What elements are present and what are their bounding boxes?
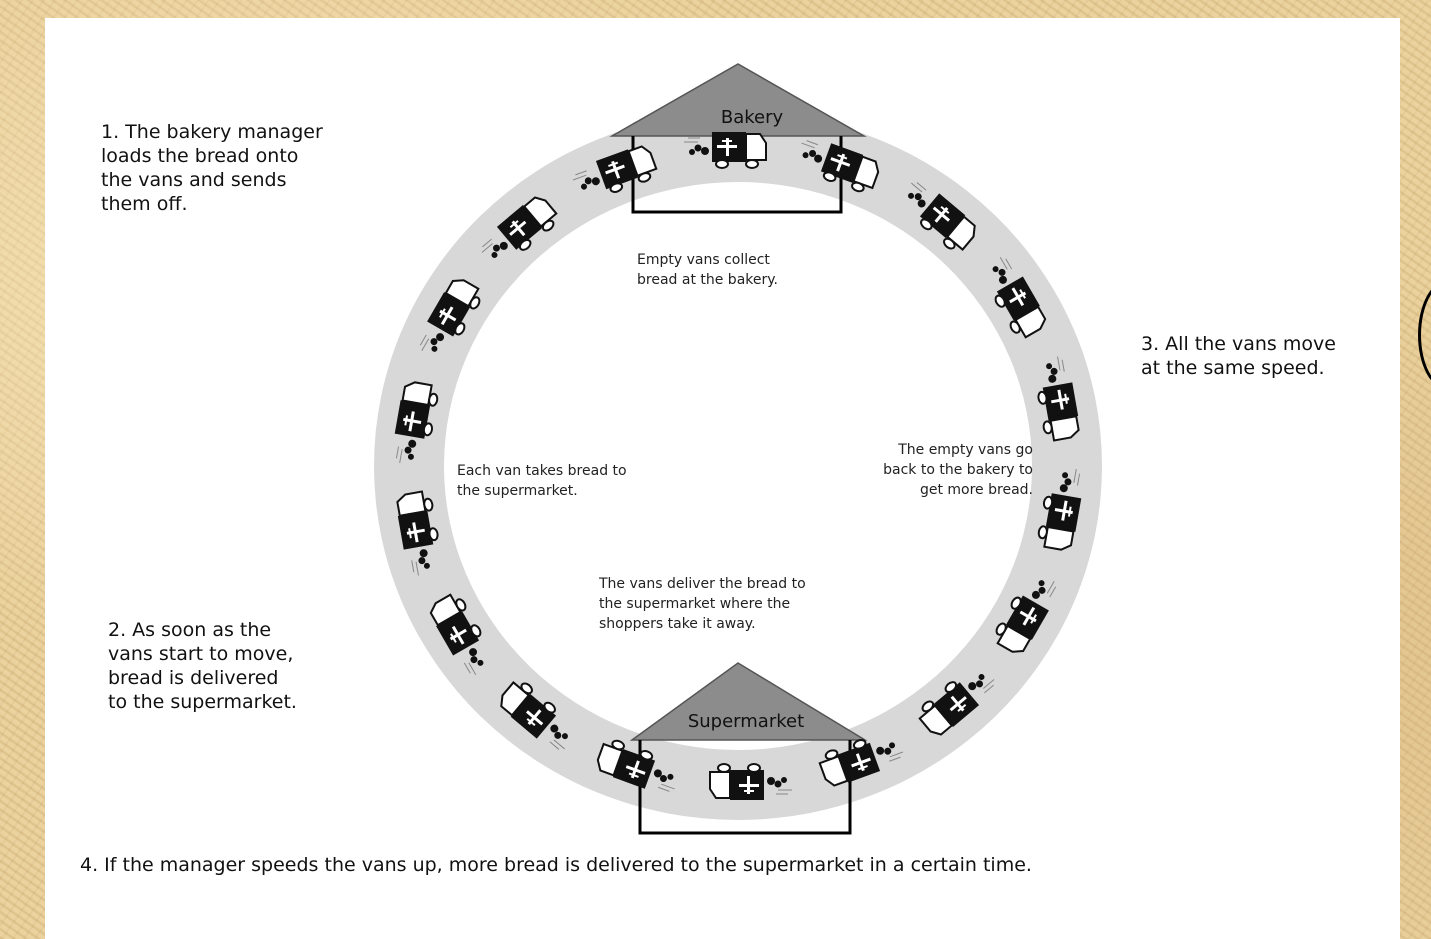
step-4-text: 4. If the manager speeds the vans up, mo… <box>80 854 1032 876</box>
van <box>1037 469 1082 551</box>
note-takes-bread: Each van takes bread to the supermarket. <box>457 463 627 499</box>
van <box>992 256 1047 339</box>
van <box>396 490 439 576</box>
van <box>709 763 792 800</box>
supermarket-roof <box>629 662 868 741</box>
note-collect: Empty vans collect bread at the bakery. <box>637 252 778 288</box>
inner-field <box>444 182 1032 750</box>
van <box>908 182 976 251</box>
van <box>394 381 439 463</box>
note-deliver: The vans deliver the bread to the superm… <box>599 576 806 632</box>
van <box>801 140 880 193</box>
van <box>596 739 675 792</box>
bakery-label: Bakery <box>721 107 784 128</box>
van <box>684 132 767 169</box>
step-3-text: 3. All the vans move at the same speed. <box>1141 333 1336 379</box>
van <box>481 196 558 258</box>
van <box>419 279 481 352</box>
van <box>995 580 1057 653</box>
van-fleet <box>394 132 1082 800</box>
van <box>818 739 904 787</box>
page-edge-mark <box>1418 280 1431 390</box>
van <box>918 674 995 736</box>
step-1-text: 1. The bakery manager loads the bread on… <box>101 121 323 215</box>
van <box>572 145 658 193</box>
diagram-panel: Bakery Supermarket 1. The bakery manager… <box>45 18 1400 939</box>
supermarket-label: Supermarket <box>688 711 804 732</box>
van <box>429 593 484 676</box>
step-2-text: 2. As soon as the vans start to move, br… <box>108 619 297 713</box>
delivery-loop-diagram: Bakery Supermarket <box>374 63 1102 835</box>
van <box>500 681 568 750</box>
van <box>1037 356 1080 442</box>
note-return: The empty vans go back to the bakery to … <box>883 442 1033 498</box>
